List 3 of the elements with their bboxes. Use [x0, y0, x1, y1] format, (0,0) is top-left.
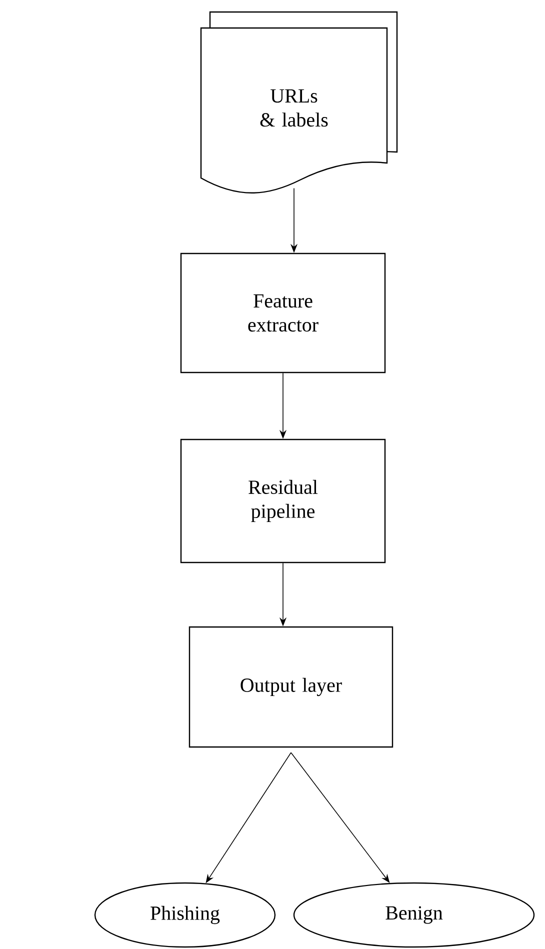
process-box: Residual pipeline — [180, 438, 386, 564]
process-box: Feature extractor — [180, 252, 386, 374]
process-box: Output layer — [188, 626, 394, 748]
